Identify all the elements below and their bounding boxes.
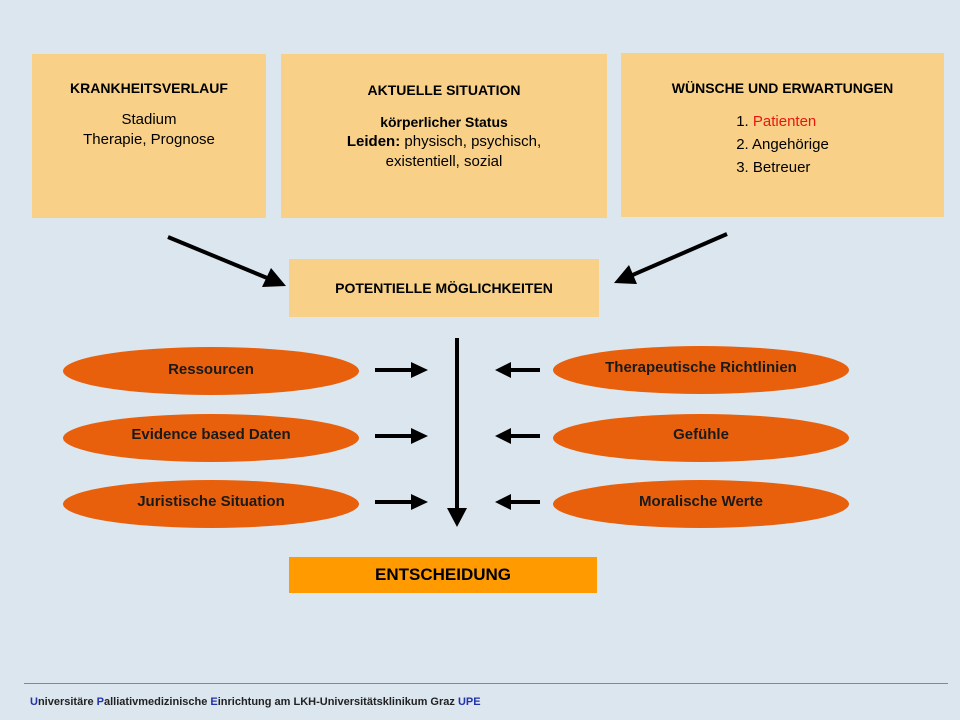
footer-p: P [96,696,104,708]
wuensche-item-1: 1. Patienten [736,110,829,133]
footer-part1: niversitäre [37,696,97,708]
entscheidung-box: ENTSCHEIDUNG [289,557,597,593]
top-left-arrow [167,235,286,287]
oval-evidence-based-daten: Evidence based Daten [63,414,359,462]
right-arrow-3 [495,494,540,510]
wuensche-list: 1. Patienten 2. Angehörige 3. Betreuer [736,110,829,179]
right-arrow-1 [495,362,540,378]
aktuelle-situation-box: AKTUELLE SITUATION körperlicher Status L… [281,54,607,218]
oval-gefuehle: Gefühle [553,414,849,462]
krankheitsverlauf-line2: Therapie, Prognose [83,131,215,148]
left-arrow-2 [375,428,428,444]
leiden-text: physisch, psychisch, [400,133,542,150]
center-down-arrow [447,338,467,527]
footer-upe: UPE [457,696,481,708]
footer-part2: alliativmedizinische [104,696,211,708]
right-arrow-2 [495,428,540,444]
footer-u: U [30,696,38,708]
aktuelle-situation-title: AKTUELLE SITUATION [367,82,521,98]
wuensche-item-1-num: 1. [736,113,753,130]
krankheitsverlauf-title: KRANKHEITSVERLAUF [70,80,228,96]
left-arrow-1 [375,362,428,378]
oval-ressourcen: Ressourcen [63,347,359,395]
left-arrow-3 [375,494,428,510]
oval-therapeutische-richtlinien: Therapeutische Richtlinien [553,346,849,394]
wuensche-item-2: 2. Angehörige [736,136,829,153]
wuensche-item-1-text: Patienten [752,113,817,130]
potentielle-moeglichkeiten-box: POTENTIELLE MÖGLICHKEITEN [289,259,599,317]
footer-e: E [210,696,218,708]
aktuelle-situation-line2: Leiden: physisch, psychisch, [281,132,607,152]
wuensche-box: WÜNSCHE UND ERWARTUNGEN 1. Patienten 2. … [621,53,944,217]
leiden-label: Leiden: [346,133,401,150]
footer-text: Universitäre Palliativmedizinische Einri… [30,696,481,708]
oval-juristische-situation: Juristische Situation [63,480,359,528]
krankheitsverlauf-line1: Stadium [121,111,177,128]
oval-moralische-werte: Moralische Werte [553,480,849,528]
krankheitsverlauf-box: KRANKHEITSVERLAUF Stadium Therapie, Prog… [32,54,266,218]
top-right-arrow [614,232,728,284]
aktuelle-situation-line3: existentiell, sozial [385,153,503,170]
aktuelle-situation-line1: körperlicher Status [380,114,508,130]
footer-divider [24,683,948,684]
footer-part3: inrichtung am LKH-Universitätsklinikum G… [217,696,458,708]
wuensche-item-3: 3. Betreuer [736,159,811,176]
wuensche-title: WÜNSCHE UND ERWARTUNGEN [671,80,894,96]
